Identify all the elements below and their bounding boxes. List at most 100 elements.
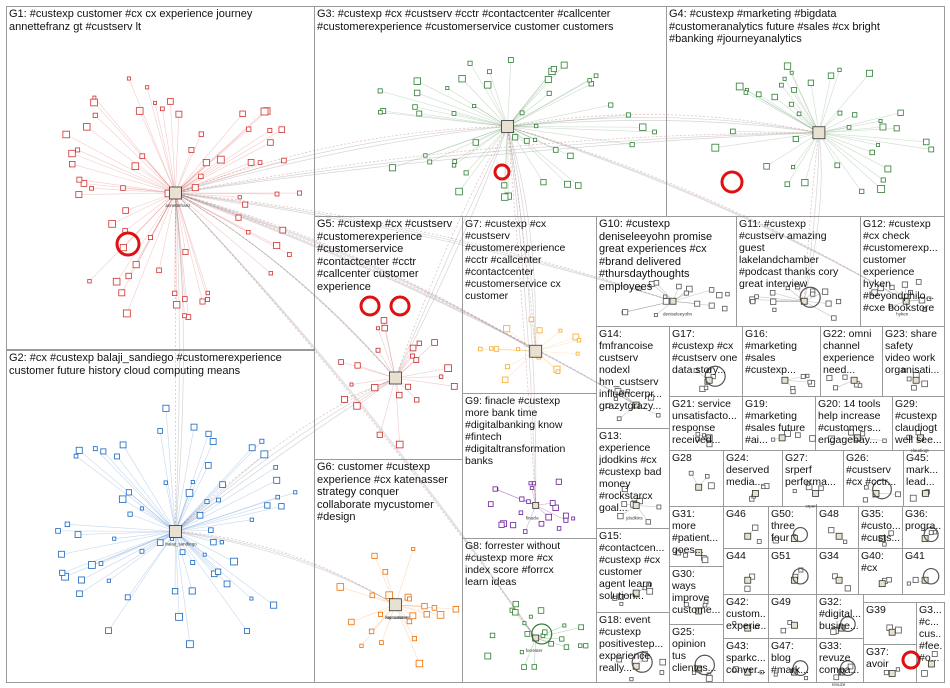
vertex — [235, 214, 242, 221]
vertex — [656, 413, 661, 418]
vertex — [791, 165, 796, 170]
edge — [340, 361, 396, 379]
vertex — [58, 550, 65, 558]
vertex — [691, 670, 697, 675]
vertex — [106, 578, 111, 583]
edge — [175, 111, 265, 194]
edge — [93, 102, 176, 194]
edge — [175, 192, 185, 316]
vertex — [647, 394, 655, 401]
edge — [417, 92, 508, 127]
vertex — [652, 129, 657, 135]
vertex — [451, 111, 457, 116]
vertex — [563, 517, 569, 523]
vertex — [564, 180, 571, 188]
vertex — [73, 453, 79, 459]
edge — [507, 126, 643, 128]
vertex — [663, 294, 668, 299]
self-loop — [799, 286, 821, 308]
group-box-g38 — [916, 602, 945, 683]
vertex — [659, 658, 666, 666]
vertex — [922, 307, 928, 312]
hub-vertex — [917, 434, 924, 442]
edge — [818, 69, 840, 133]
vertex — [780, 627, 787, 634]
vertex — [423, 610, 431, 618]
vertex — [190, 480, 195, 485]
inter-group-edge — [175, 377, 396, 532]
vertex — [908, 289, 913, 295]
inter-group-edge — [507, 126, 907, 302]
edge — [95, 448, 176, 532]
vertex-label: jdodkins — [625, 516, 643, 521]
vertex — [608, 102, 614, 108]
hub-vertex — [878, 535, 886, 542]
group-box-g32 — [816, 594, 864, 639]
vertex — [933, 530, 938, 535]
edge — [175, 149, 192, 194]
edge — [784, 379, 810, 383]
vertex — [572, 333, 580, 341]
vertex — [708, 302, 715, 309]
edge — [507, 80, 590, 127]
vertex — [522, 621, 527, 626]
vertex — [877, 185, 886, 193]
hub-vertex — [878, 580, 886, 588]
edge — [175, 192, 271, 274]
edge — [380, 111, 508, 127]
inter-group-edge — [395, 126, 508, 379]
vertex — [705, 474, 710, 479]
self-loop — [531, 623, 553, 645]
inter-group-edge — [175, 192, 396, 379]
vertex — [563, 644, 570, 650]
vertex — [926, 296, 932, 301]
vertex — [791, 87, 797, 93]
vertex — [639, 123, 647, 131]
vertex — [114, 453, 120, 460]
vertex — [489, 632, 496, 639]
vertex — [902, 368, 906, 373]
vertex — [732, 666, 739, 673]
group-box-g30 — [669, 566, 724, 625]
vertex — [188, 587, 196, 595]
edge — [831, 437, 858, 440]
vertex — [754, 624, 759, 630]
vertex — [273, 465, 278, 470]
edge — [175, 192, 186, 300]
edge — [89, 192, 176, 282]
edge — [175, 492, 296, 532]
edge — [507, 64, 565, 127]
inter-group-edge — [507, 126, 537, 506]
vertex — [199, 298, 206, 305]
vertex — [119, 244, 127, 252]
edge — [162, 108, 176, 194]
vertex — [175, 110, 183, 118]
vertex — [160, 106, 165, 112]
hub-vertex — [928, 660, 935, 668]
edge — [175, 162, 252, 194]
vertex — [257, 160, 263, 165]
vertex — [571, 516, 576, 521]
vertex — [883, 669, 890, 676]
edge — [507, 126, 655, 133]
vertex — [139, 153, 146, 160]
vertex — [371, 552, 378, 559]
vertex — [706, 441, 713, 448]
vertex — [621, 486, 628, 493]
group-box-g5 — [314, 216, 463, 460]
vertex — [242, 201, 249, 208]
edge — [71, 153, 176, 194]
vertex — [182, 296, 188, 302]
edge — [175, 441, 263, 532]
vertex — [759, 670, 764, 675]
edge — [874, 292, 907, 302]
edge — [165, 408, 176, 532]
edge — [875, 493, 899, 495]
edge — [94, 97, 176, 194]
edge — [507, 59, 512, 127]
edge — [507, 126, 571, 157]
vertex — [175, 612, 183, 621]
vertex — [80, 180, 88, 187]
vertex — [695, 431, 701, 437]
edge — [857, 437, 885, 441]
